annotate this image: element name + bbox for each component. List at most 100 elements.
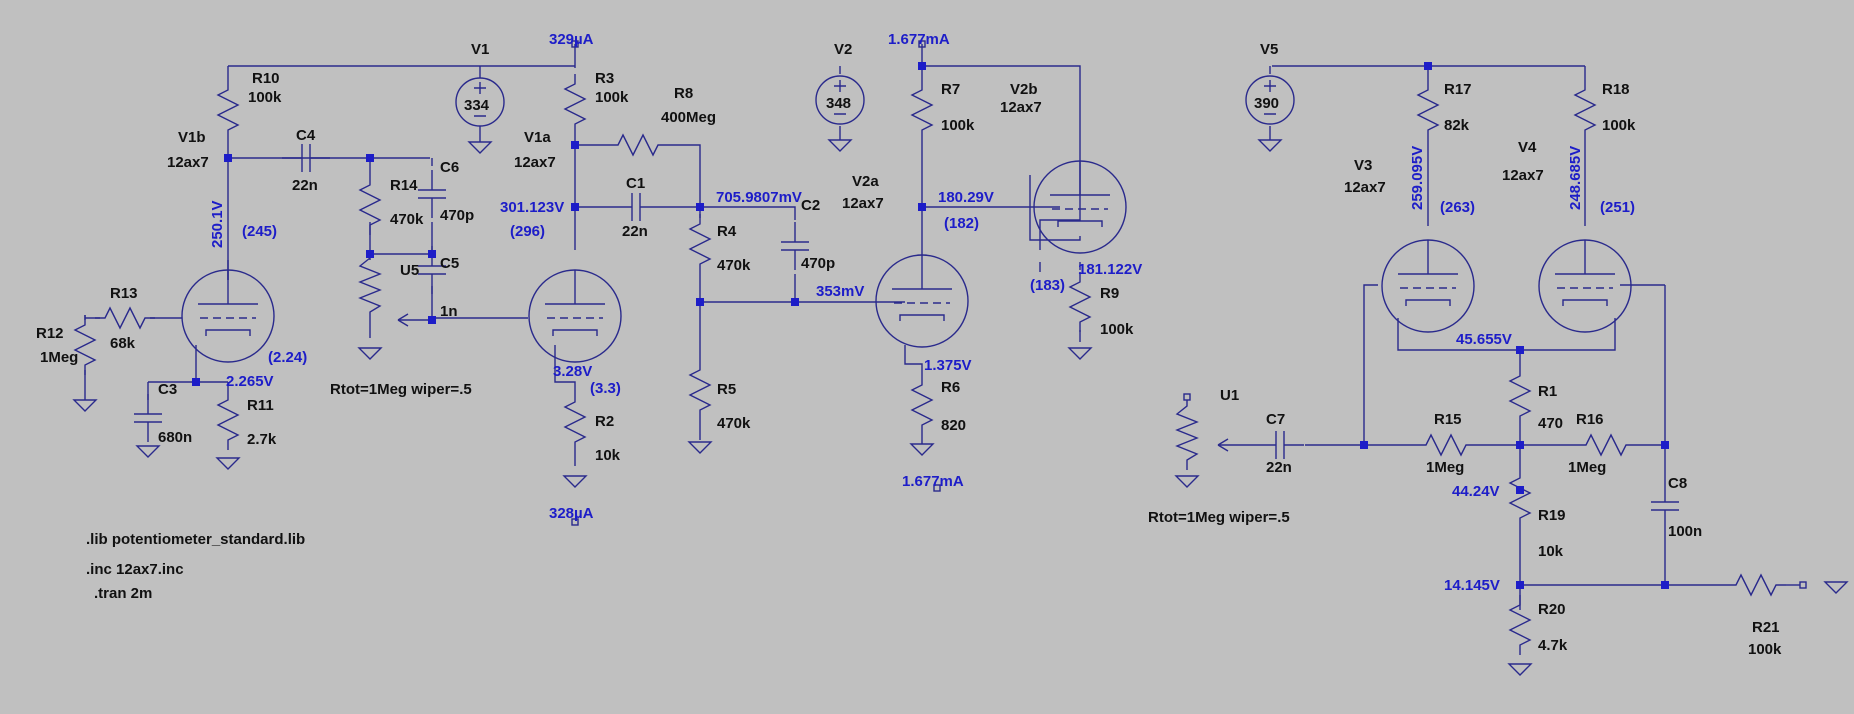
label-r14-name: R14: [390, 177, 418, 194]
label-v1-value: 334: [464, 97, 490, 114]
label-u5-name: U5: [400, 262, 419, 279]
label-r15-value: 1Meg: [1426, 459, 1464, 476]
label-v5-name: V5: [1260, 41, 1278, 58]
label-r19-value: 10k: [1538, 543, 1564, 560]
annotation-v3-plate-voltage: 259.095V: [1409, 146, 1426, 210]
label-r1-value: 470: [1538, 415, 1563, 432]
label-v2-name: V2: [834, 41, 852, 58]
label-v2b-model: 12ax7: [1000, 99, 1042, 116]
label-r17-value: 82k: [1444, 117, 1470, 134]
label-v1b-model: 12ax7: [167, 154, 209, 171]
label-r3-name: R3: [595, 70, 614, 87]
annotation-r3-current: 329µA: [549, 31, 594, 48]
label-c1-value: 22n: [622, 223, 648, 240]
label-c7-name: C7: [1266, 411, 1285, 428]
label-v2b-name: V2b: [1010, 81, 1038, 98]
label-u5-params: Rtot=1Meg wiper=.5: [330, 381, 472, 398]
annotation-r19-top-voltage: 44.24V: [1452, 483, 1500, 500]
label-c3-value: 680n: [158, 429, 192, 446]
annotation-v2a-plate-predicted: (182): [944, 215, 979, 232]
label-r6-name: R6: [941, 379, 960, 396]
label-r16-name: R16: [1576, 411, 1604, 428]
label-r1-name: R1: [1538, 383, 1557, 400]
label-r18-name: R18: [1602, 81, 1630, 98]
annotation-r2-current: 328µA: [549, 505, 594, 522]
label-r16-value: 1Meg: [1568, 459, 1606, 476]
annotation-r7-current: 1.677mA: [888, 31, 950, 48]
annotation-v1a-plate-predicted: (296): [510, 223, 545, 240]
label-v1b-name: V1b: [178, 129, 206, 146]
label-r12-name: R12: [36, 325, 64, 342]
label-u1-params: Rtot=1Meg wiper=.5: [1148, 509, 1290, 526]
annotation-v2a-grid-voltage: 353mV: [816, 283, 864, 300]
label-r12-value: 1Meg: [40, 349, 78, 366]
directive-tran: .tran 2m: [94, 585, 152, 602]
annotation-v2a-plate-voltage: 180.29V: [938, 189, 994, 206]
annotation-v1a-cathode-voltage: 3.28V: [553, 363, 592, 380]
annotation-v1b-cathode-predicted: (2.24): [268, 349, 307, 366]
annotation-v1a-plate-voltage: 301.123V: [500, 199, 564, 216]
label-c6-name: C6: [440, 159, 459, 176]
label-v2a-model: 12ax7: [842, 195, 884, 212]
label-v1a-model: 12ax7: [514, 154, 556, 171]
label-r13-value: 68k: [110, 335, 136, 352]
label-r7-name: R7: [941, 81, 960, 98]
annotation-v4-plate-predicted: (251): [1600, 199, 1635, 216]
junction-dots: [192, 40, 1807, 589]
label-c3-name: C3: [158, 381, 177, 398]
label-c2-name: C2: [801, 197, 820, 214]
label-v4-model: 12ax7: [1502, 167, 1544, 184]
label-r15-name: R15: [1434, 411, 1462, 428]
label-c2-value: 470p: [801, 255, 835, 272]
label-c4-value: 22n: [292, 177, 318, 194]
annotation-r6-current: 1.677mA: [902, 473, 964, 490]
label-r5-value: 470k: [717, 415, 751, 432]
label-r4-name: R4: [717, 223, 737, 240]
annotation-v2a-cathode-voltage: 1.375V: [924, 357, 972, 374]
voltage-sources: [455, 66, 1295, 142]
annotation-v2b-cathode-predicted: (183): [1030, 277, 1065, 294]
annotation-v1b-cathode-voltage: 2.265V: [226, 373, 274, 390]
annotation-v1a-cathode-predicted: (3.3): [590, 380, 621, 397]
annotation-c1-output-voltage: 705.9807mV: [716, 189, 802, 206]
label-c8-name: C8: [1668, 475, 1687, 492]
spice-directives: .lib potentiometer_standard.lib .inc 12a…: [86, 531, 305, 602]
label-c5-value: 1n: [440, 303, 458, 320]
label-r18-value: 100k: [1602, 117, 1636, 134]
label-v4-name: V4: [1518, 139, 1537, 156]
directive-inc: .inc 12ax7.inc: [86, 561, 184, 578]
label-r11-value: 2.7k: [247, 431, 277, 448]
label-r7-value: 100k: [941, 117, 975, 134]
annotation-v4-plate-voltage: 248.685V: [1567, 146, 1584, 210]
label-r14-value: 470k: [390, 211, 424, 228]
label-c5-name: C5: [440, 255, 459, 272]
label-c8-value: 100n: [1668, 523, 1702, 540]
label-v3-name: V3: [1354, 157, 1372, 174]
label-r5-name: R5: [717, 381, 736, 398]
component-labels: R10 100k V1 334 R3 100k R8 400Meg V1b 12…: [36, 41, 1782, 658]
label-r10-name: R10: [252, 70, 280, 87]
label-r20-name: R20: [1538, 601, 1566, 618]
label-r21-name: R21: [1752, 619, 1780, 636]
label-r10-value: 100k: [248, 89, 282, 106]
label-r19-name: R19: [1538, 507, 1566, 524]
label-r9-name: R9: [1100, 285, 1119, 302]
label-r8-value: 400Meg: [661, 109, 716, 126]
label-v2a-name: V2a: [852, 173, 879, 190]
label-v3-model: 12ax7: [1344, 179, 1386, 196]
annotation-v1b-plate-predicted: (245): [242, 223, 277, 240]
label-r2-value: 10k: [595, 447, 621, 464]
label-r9-value: 100k: [1100, 321, 1134, 338]
label-r21-value: 100k: [1748, 641, 1782, 658]
annotation-v1b-plate-voltage: 250.1V: [209, 200, 226, 248]
directive-lib: .lib potentiometer_standard.lib: [86, 531, 305, 548]
label-c6-value: 470p: [440, 207, 474, 224]
label-r17-name: R17: [1444, 81, 1472, 98]
annotation-v2b-cathode-voltage: 181.122V: [1078, 261, 1142, 278]
label-v2-value: 348: [826, 95, 851, 112]
label-r20-value: 4.7k: [1538, 637, 1568, 654]
label-c4-name: C4: [296, 127, 316, 144]
label-r11-name: R11: [247, 397, 274, 414]
label-v1-name: V1: [471, 41, 489, 58]
